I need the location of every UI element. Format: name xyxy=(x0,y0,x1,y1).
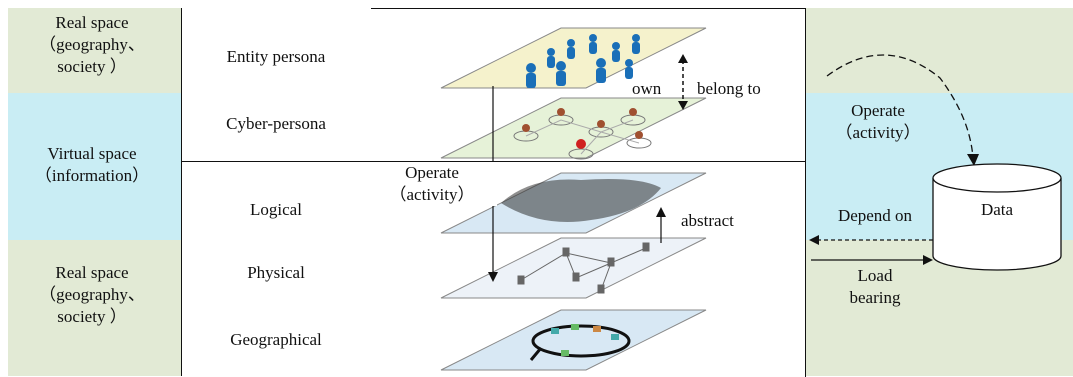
operate-arrowhead xyxy=(488,272,498,282)
real-space-label-bottom: Real space （geography、 society ） xyxy=(39,263,145,326)
depend-on-label: Depend on xyxy=(837,206,913,225)
data-cylinder xyxy=(932,163,1062,271)
person-icons-group xyxy=(526,34,640,88)
operate-dashed-curve xyxy=(826,54,974,159)
real-space-label-top: Real space （geography、 society ） xyxy=(39,13,145,76)
avatar-figures xyxy=(522,108,643,149)
layer-logical: Logical xyxy=(250,200,302,219)
data-relations-diagram xyxy=(809,54,1062,271)
belong-to-label: belong to xyxy=(697,79,761,98)
own-arrowhead-up xyxy=(678,54,688,63)
load-bearing-label: Load bearing xyxy=(849,266,901,307)
abstract-arrowhead xyxy=(656,207,666,217)
geographical-ring xyxy=(529,324,631,361)
layered-planes-figure xyxy=(440,27,707,371)
own-label: own xyxy=(632,79,662,98)
data-label: Data xyxy=(980,200,1014,219)
operate-curve-arrowhead xyxy=(967,154,979,166)
plane-geographical xyxy=(440,309,707,371)
layer-entity-persona: Entity persona xyxy=(226,47,326,66)
plane-physical xyxy=(440,237,707,299)
logical-noise xyxy=(501,179,661,222)
operate-activity-figure-label: Operate （activity） xyxy=(367,162,497,206)
right-operate-label: Operate （activity） xyxy=(835,101,921,142)
layer-name-column xyxy=(181,8,373,376)
abstract-label: abstract xyxy=(681,211,734,230)
depend-on-arrowhead xyxy=(809,235,819,245)
belong-arrowhead-down xyxy=(678,101,688,110)
avatar-group xyxy=(513,114,652,160)
layer-physical: Physical xyxy=(247,263,305,282)
layer-cyber-persona: Cyber-persona xyxy=(226,114,326,133)
network-nodes xyxy=(517,242,650,294)
load-bearing-arrowhead xyxy=(923,255,933,265)
layer-geographical: Geographical xyxy=(230,330,322,349)
virtual-space-label: Virtual space （information） xyxy=(34,144,150,185)
plane-cyber xyxy=(440,97,707,159)
